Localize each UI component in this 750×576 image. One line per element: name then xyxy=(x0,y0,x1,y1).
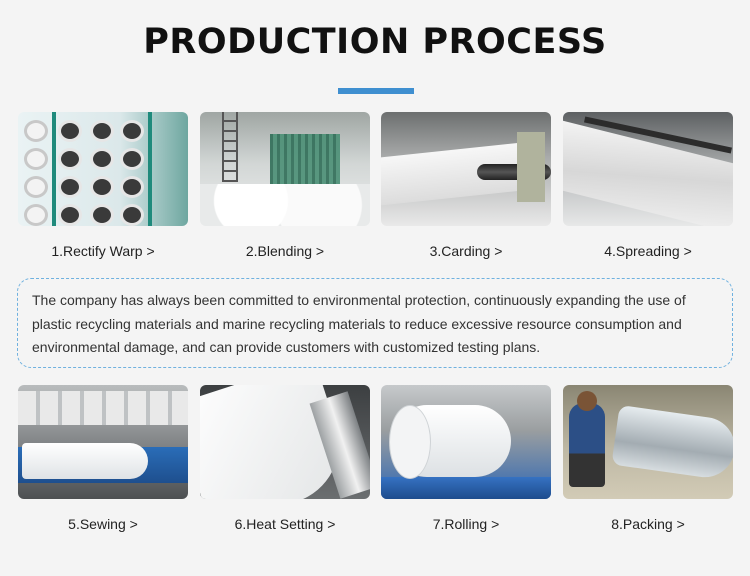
step-label: 7.Rolling > xyxy=(432,516,500,532)
step-label: 5.Sewing > xyxy=(68,516,138,532)
step-label: 8.Packing > xyxy=(611,516,685,532)
step-label: 3.Carding > xyxy=(429,243,503,259)
heat-setting-photo xyxy=(200,385,370,499)
blending-photo xyxy=(200,112,370,226)
step-label: 1.Rectify Warp > xyxy=(51,243,155,259)
packing-photo xyxy=(563,385,733,499)
rolling-photo xyxy=(381,385,551,499)
rectify-warp-photo xyxy=(18,112,188,226)
title-underline xyxy=(338,88,414,94)
step-card-rectify-warp[interactable]: 1.Rectify Warp > xyxy=(18,112,188,259)
company-description: The company has always been committed to… xyxy=(17,278,733,368)
spreading-photo xyxy=(563,112,733,226)
step-card-packing[interactable]: 8.Packing > xyxy=(563,385,733,532)
carding-photo xyxy=(381,112,551,226)
step-card-blending[interactable]: 2.Blending > xyxy=(200,112,370,259)
step-card-rolling[interactable]: 7.Rolling > xyxy=(381,385,551,532)
sewing-photo xyxy=(18,385,188,499)
step-label: 4.Spreading > xyxy=(604,243,692,259)
step-label: 2.Blending > xyxy=(245,243,325,259)
step-card-spreading[interactable]: 4.Spreading > xyxy=(563,112,733,259)
step-label: 6.Heat Setting > xyxy=(234,516,336,532)
step-card-heat-setting[interactable]: 6.Heat Setting > xyxy=(200,385,370,532)
step-card-carding[interactable]: 3.Carding > xyxy=(381,112,551,259)
step-card-sewing[interactable]: 5.Sewing > xyxy=(18,385,188,532)
page-title: PRODUCTION PROCESS xyxy=(143,22,607,62)
